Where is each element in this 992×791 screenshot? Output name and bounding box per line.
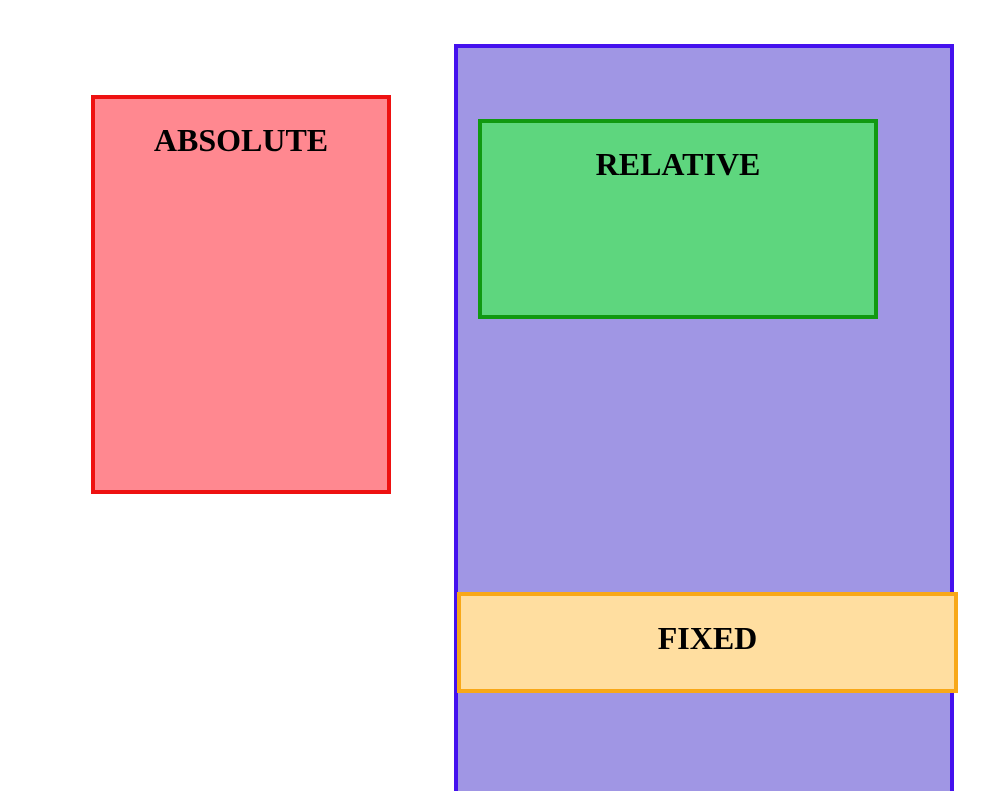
absolute-box: ABSOLUTE: [91, 95, 391, 494]
fixed-box: FIXED: [457, 592, 958, 693]
fixed-label: FIXED: [657, 620, 758, 656]
relative-box: RELATIVE: [478, 119, 878, 319]
relative-label: RELATIVE: [595, 146, 761, 182]
absolute-label: ABSOLUTE: [153, 122, 329, 158]
